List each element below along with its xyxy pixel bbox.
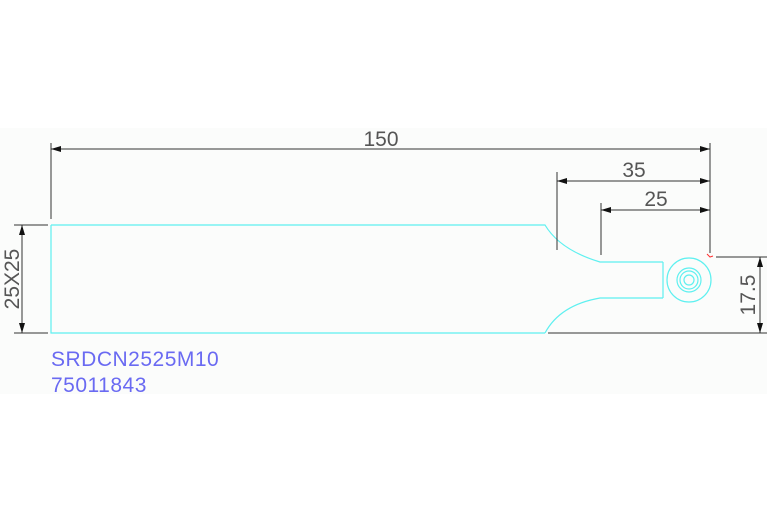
tool-outline	[50, 224, 712, 334]
part-number: 75011843	[51, 374, 147, 397]
screw-head-outer	[676, 267, 702, 293]
reference-marker	[706, 253, 714, 258]
insert-circle	[666, 257, 712, 303]
neck-bottom-edge	[544, 297, 663, 334]
extension-lines	[14, 143, 767, 334]
shank-top-edge	[51, 224, 663, 263]
drawing-sheet	[0, 128, 767, 394]
part-name: SRDCN2525M10	[51, 348, 220, 371]
dim-text-35: 35	[622, 159, 645, 182]
dim-text-25: 25	[644, 188, 667, 211]
shank-left-bottom-edge	[50, 225, 545, 334]
screw-head-mid	[679, 270, 699, 290]
dim-text-25x25: 25X25	[1, 249, 24, 310]
dim-text-150: 150	[363, 128, 398, 151]
torx-socket-icon	[683, 274, 695, 286]
dim-text-17-5: 17.5	[737, 275, 760, 316]
